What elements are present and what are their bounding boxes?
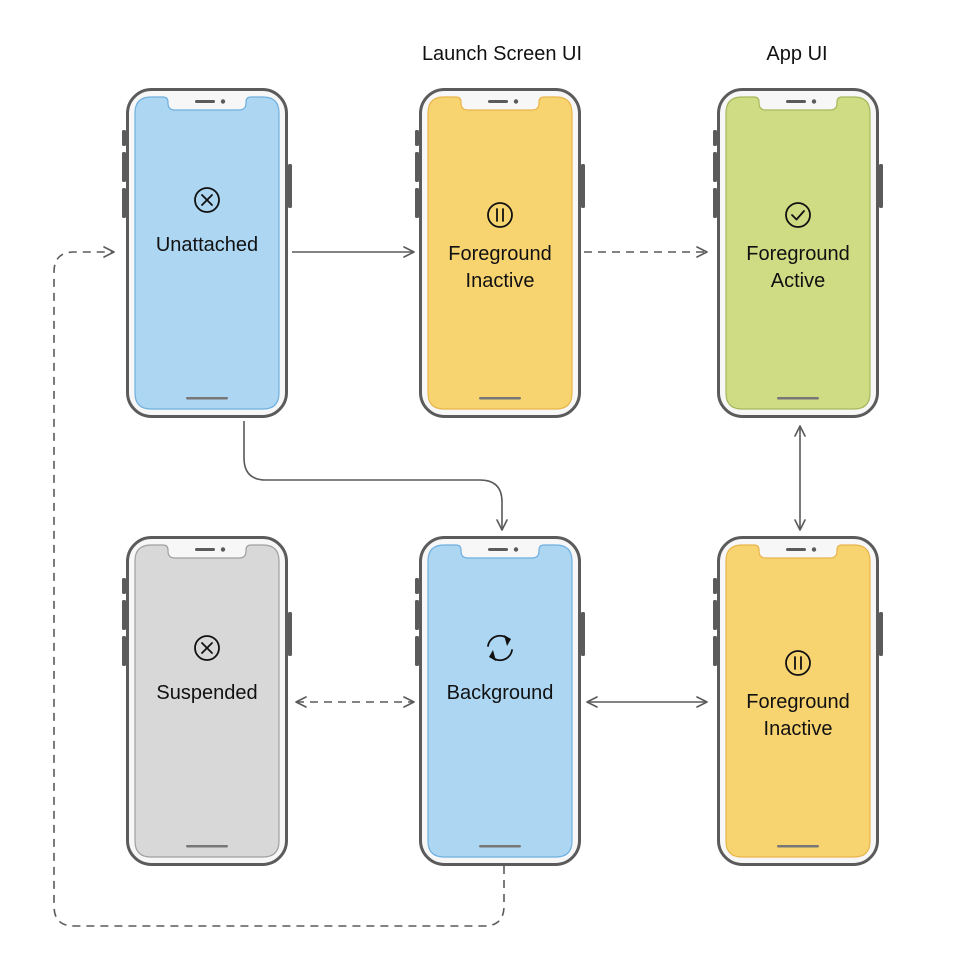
side-button: [713, 578, 717, 594]
home-indicator: [186, 397, 228, 400]
camera: [220, 547, 226, 552]
side-button: [713, 130, 717, 146]
check-circle-icon: [785, 202, 811, 228]
side-button: [713, 636, 717, 666]
side-button: [713, 600, 717, 630]
transition-arrows: [53, 246, 806, 927]
pause-circle-icon: [785, 650, 811, 676]
state-label-line1: Unattached: [156, 234, 258, 256]
home-indicator: [479, 397, 521, 400]
arrow-unattached-to-background: [243, 421, 508, 531]
side-button: [415, 130, 419, 146]
home-indicator: [777, 397, 819, 400]
state-label-line1: Foreground: [448, 243, 551, 265]
power-button: [581, 612, 585, 656]
phone-screen: [134, 544, 280, 858]
launch-screen-ui-heading: Launch Screen UI: [422, 43, 582, 65]
home-indicator: [479, 845, 521, 848]
phone-screen: [427, 544, 573, 858]
side-button: [122, 152, 126, 182]
x-circle-icon: [194, 187, 220, 213]
speaker: [488, 548, 508, 551]
phone-suspended: Suspended: [122, 536, 292, 866]
phone-screen: [725, 96, 871, 410]
power-button: [288, 612, 292, 656]
side-button: [122, 600, 126, 630]
side-button: [415, 152, 419, 182]
home-indicator: [777, 845, 819, 848]
phone-unattached: Unattached: [122, 88, 292, 418]
phone-screen: [725, 544, 871, 858]
speaker: [786, 100, 806, 103]
camera: [811, 99, 817, 104]
phone-background: Background: [415, 536, 585, 866]
phone-screen: [134, 96, 280, 410]
camera: [513, 99, 519, 104]
x-circle-icon: [194, 635, 220, 661]
camera: [811, 547, 817, 552]
refresh-icon: [487, 634, 513, 662]
app-ui-heading: App UI: [766, 43, 827, 65]
power-button: [288, 164, 292, 208]
power-button: [581, 164, 585, 208]
side-button: [415, 600, 419, 630]
side-button: [122, 188, 126, 218]
speaker: [195, 548, 215, 551]
state-label-line2: Inactive: [764, 718, 833, 740]
speaker: [488, 100, 508, 103]
state-label-line2: Inactive: [466, 270, 535, 292]
home-indicator: [186, 845, 228, 848]
phone-screen: [427, 96, 573, 410]
side-button: [122, 578, 126, 594]
side-button: [713, 152, 717, 182]
state-label-line1: Foreground: [746, 243, 849, 265]
side-button: [713, 188, 717, 218]
side-button: [415, 578, 419, 594]
side-button: [122, 636, 126, 666]
arrow-background-to-unattached: [53, 246, 505, 927]
state-label-line2: Active: [771, 270, 825, 292]
speaker: [786, 548, 806, 551]
state-label-line1: Suspended: [156, 682, 257, 704]
power-button: [879, 612, 883, 656]
camera: [513, 547, 519, 552]
side-button: [415, 188, 419, 218]
side-button: [122, 130, 126, 146]
power-button: [879, 164, 883, 208]
state-label-line1: Background: [447, 682, 554, 704]
camera: [220, 99, 226, 104]
speaker: [195, 100, 215, 103]
pause-circle-icon: [487, 202, 513, 228]
state-label-line1: Foreground: [746, 691, 849, 713]
side-button: [415, 636, 419, 666]
